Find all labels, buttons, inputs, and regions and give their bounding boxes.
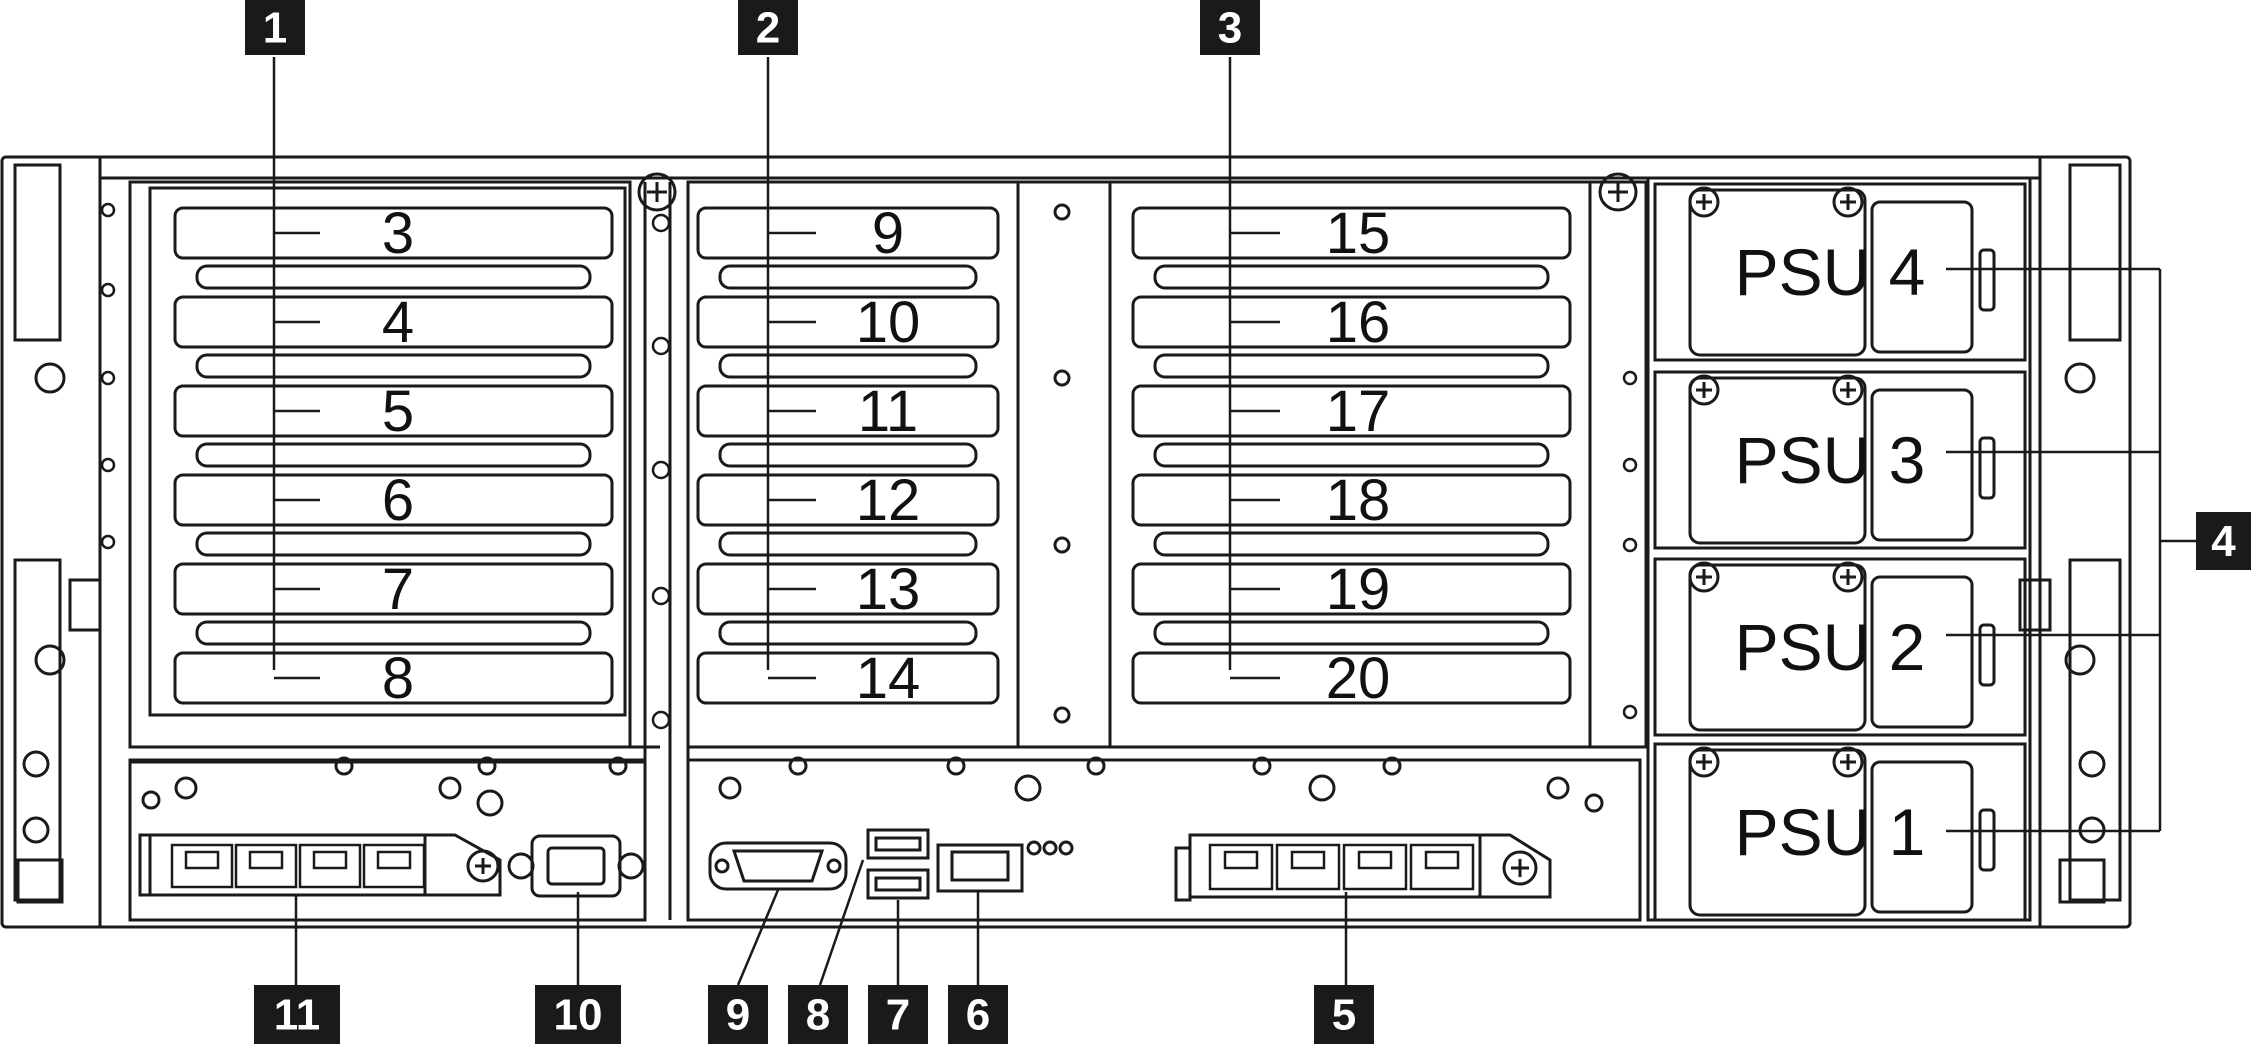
slot-number-label: 7 xyxy=(382,557,414,622)
slot-number-label: 14 xyxy=(856,646,921,711)
psu-stack: PSU 4 PSU 3 PSU 2 PSU 1 xyxy=(1653,182,2027,922)
psu-module: PSU 2 xyxy=(1653,557,2027,737)
thumbscrew-icon xyxy=(1688,186,1720,218)
io-panel xyxy=(128,756,1642,922)
slot-number-label: 9 xyxy=(872,201,904,266)
slot-number-label: 5 xyxy=(382,379,414,444)
serial-port xyxy=(507,834,645,898)
thumbscrew-icon xyxy=(466,849,500,883)
ocp-module-right xyxy=(1174,833,1552,902)
psu-module: PSU 3 xyxy=(1653,370,2027,550)
slot-number-label: 8 xyxy=(382,646,414,711)
rj45-port-group-right xyxy=(1208,843,1475,891)
callout-2: 2 xyxy=(738,0,798,55)
slot-column-middle: 9 10 11 12 13 14 xyxy=(696,201,1000,711)
slot-number-label: 6 xyxy=(382,468,414,533)
riser-cage-2 xyxy=(686,180,1640,920)
pcie-slot: 18 xyxy=(1131,468,1572,557)
pcie-slot: 6 xyxy=(173,468,614,557)
callout-11: 11 xyxy=(254,985,340,1044)
callout-6: 6 xyxy=(948,985,1008,1044)
pcie-slot: 10 xyxy=(696,290,1000,379)
thumbscrew-icon xyxy=(1688,746,1720,778)
callout-number: 6 xyxy=(966,991,990,1040)
pcie-slot: 7 xyxy=(173,557,614,646)
pcie-slot: 17 xyxy=(1131,379,1572,468)
callout-4: 4 xyxy=(2196,512,2251,570)
thumbscrew-icon xyxy=(1502,850,1538,886)
pcie-slot: 3 xyxy=(173,201,614,290)
pcie-slot: 13 xyxy=(696,557,1000,646)
pcie-slot: 20 xyxy=(1131,646,1572,711)
leader-lines xyxy=(272,57,2200,986)
pcie-slot: 14 xyxy=(696,646,1000,711)
psu-module: PSU 4 xyxy=(1653,182,2027,362)
riser-cage-1-screws xyxy=(651,213,671,730)
slot-column-right: 15 16 17 18 19 20 xyxy=(1131,201,1572,711)
callout-number: 4 xyxy=(2211,517,2236,566)
slot-number-label: 15 xyxy=(1326,201,1391,266)
psu-label: PSU 3 xyxy=(1735,423,1926,497)
slot-number-label: 17 xyxy=(1326,379,1391,444)
thumbscrew-icon xyxy=(1832,746,1864,778)
riser-cage-1 xyxy=(128,180,672,920)
callout-number: 11 xyxy=(274,991,321,1040)
callout-number: 9 xyxy=(726,991,750,1040)
callout-number: 7 xyxy=(886,991,910,1040)
left-edge-screws xyxy=(100,202,1638,720)
callout-9: 9 xyxy=(708,985,768,1044)
slot-number-label: 10 xyxy=(856,290,921,355)
callout-number: 10 xyxy=(554,991,603,1040)
thumbscrew-icon xyxy=(1688,374,1720,406)
slot-number-label: 12 xyxy=(856,468,921,533)
rj45-port-group-left xyxy=(170,843,426,889)
slot-column-left: 3 4 5 6 7 8 xyxy=(173,201,614,711)
callout-number: 1 xyxy=(263,4,287,53)
thumbscrew-icon xyxy=(637,172,677,212)
psu-label: PSU 1 xyxy=(1735,795,1926,869)
psu-module: PSU 1 xyxy=(1653,742,2027,922)
pcie-slot: 5 xyxy=(173,379,614,468)
callout-3: 3 xyxy=(1200,0,1260,55)
slot-number-label: 18 xyxy=(1326,468,1391,533)
pcie-slot: 19 xyxy=(1131,557,1572,646)
chassis xyxy=(0,155,2132,929)
management-ethernet-port xyxy=(936,840,1074,893)
thumbscrew-icon xyxy=(1832,561,1864,593)
callout-7: 7 xyxy=(868,985,928,1044)
thumbscrew-icon xyxy=(1832,374,1864,406)
slot-number-label: 19 xyxy=(1326,557,1391,622)
thumbscrew-icon xyxy=(1688,561,1720,593)
pcie-slot: 4 xyxy=(173,290,614,379)
usb-ports xyxy=(866,828,930,900)
slot-number-label: 4 xyxy=(382,290,414,355)
slot-number-label: 20 xyxy=(1326,646,1391,711)
slot-number-label: 11 xyxy=(858,379,918,444)
thumbscrew-icon xyxy=(1598,172,1638,212)
callout-number: 2 xyxy=(756,4,780,53)
pcie-slot: 9 xyxy=(696,201,1000,290)
callout-number: 5 xyxy=(1332,991,1356,1040)
slot-number-label: 16 xyxy=(1326,290,1391,355)
psu-label: PSU 4 xyxy=(1735,235,1926,309)
pcie-slot: 8 xyxy=(173,646,614,711)
pcie-slot: 16 xyxy=(1131,290,1572,379)
callout-5: 5 xyxy=(1314,985,1374,1044)
pcie-slot: 11 xyxy=(696,379,1000,468)
psu-label: PSU 2 xyxy=(1735,610,1926,684)
callout-1: 1 xyxy=(245,0,305,55)
thumbscrew-icon xyxy=(1832,186,1864,218)
callout-number: 8 xyxy=(806,991,830,1040)
slot-number-label: 13 xyxy=(856,557,921,622)
vga-connector xyxy=(708,841,848,891)
callout-10: 10 xyxy=(535,985,621,1044)
slot-number-label: 3 xyxy=(382,201,414,266)
pcie-slot: 15 xyxy=(1131,201,1572,290)
callout-8: 8 xyxy=(788,985,848,1044)
pcie-slot: 12 xyxy=(696,468,1000,557)
callout-number: 3 xyxy=(1218,4,1242,53)
